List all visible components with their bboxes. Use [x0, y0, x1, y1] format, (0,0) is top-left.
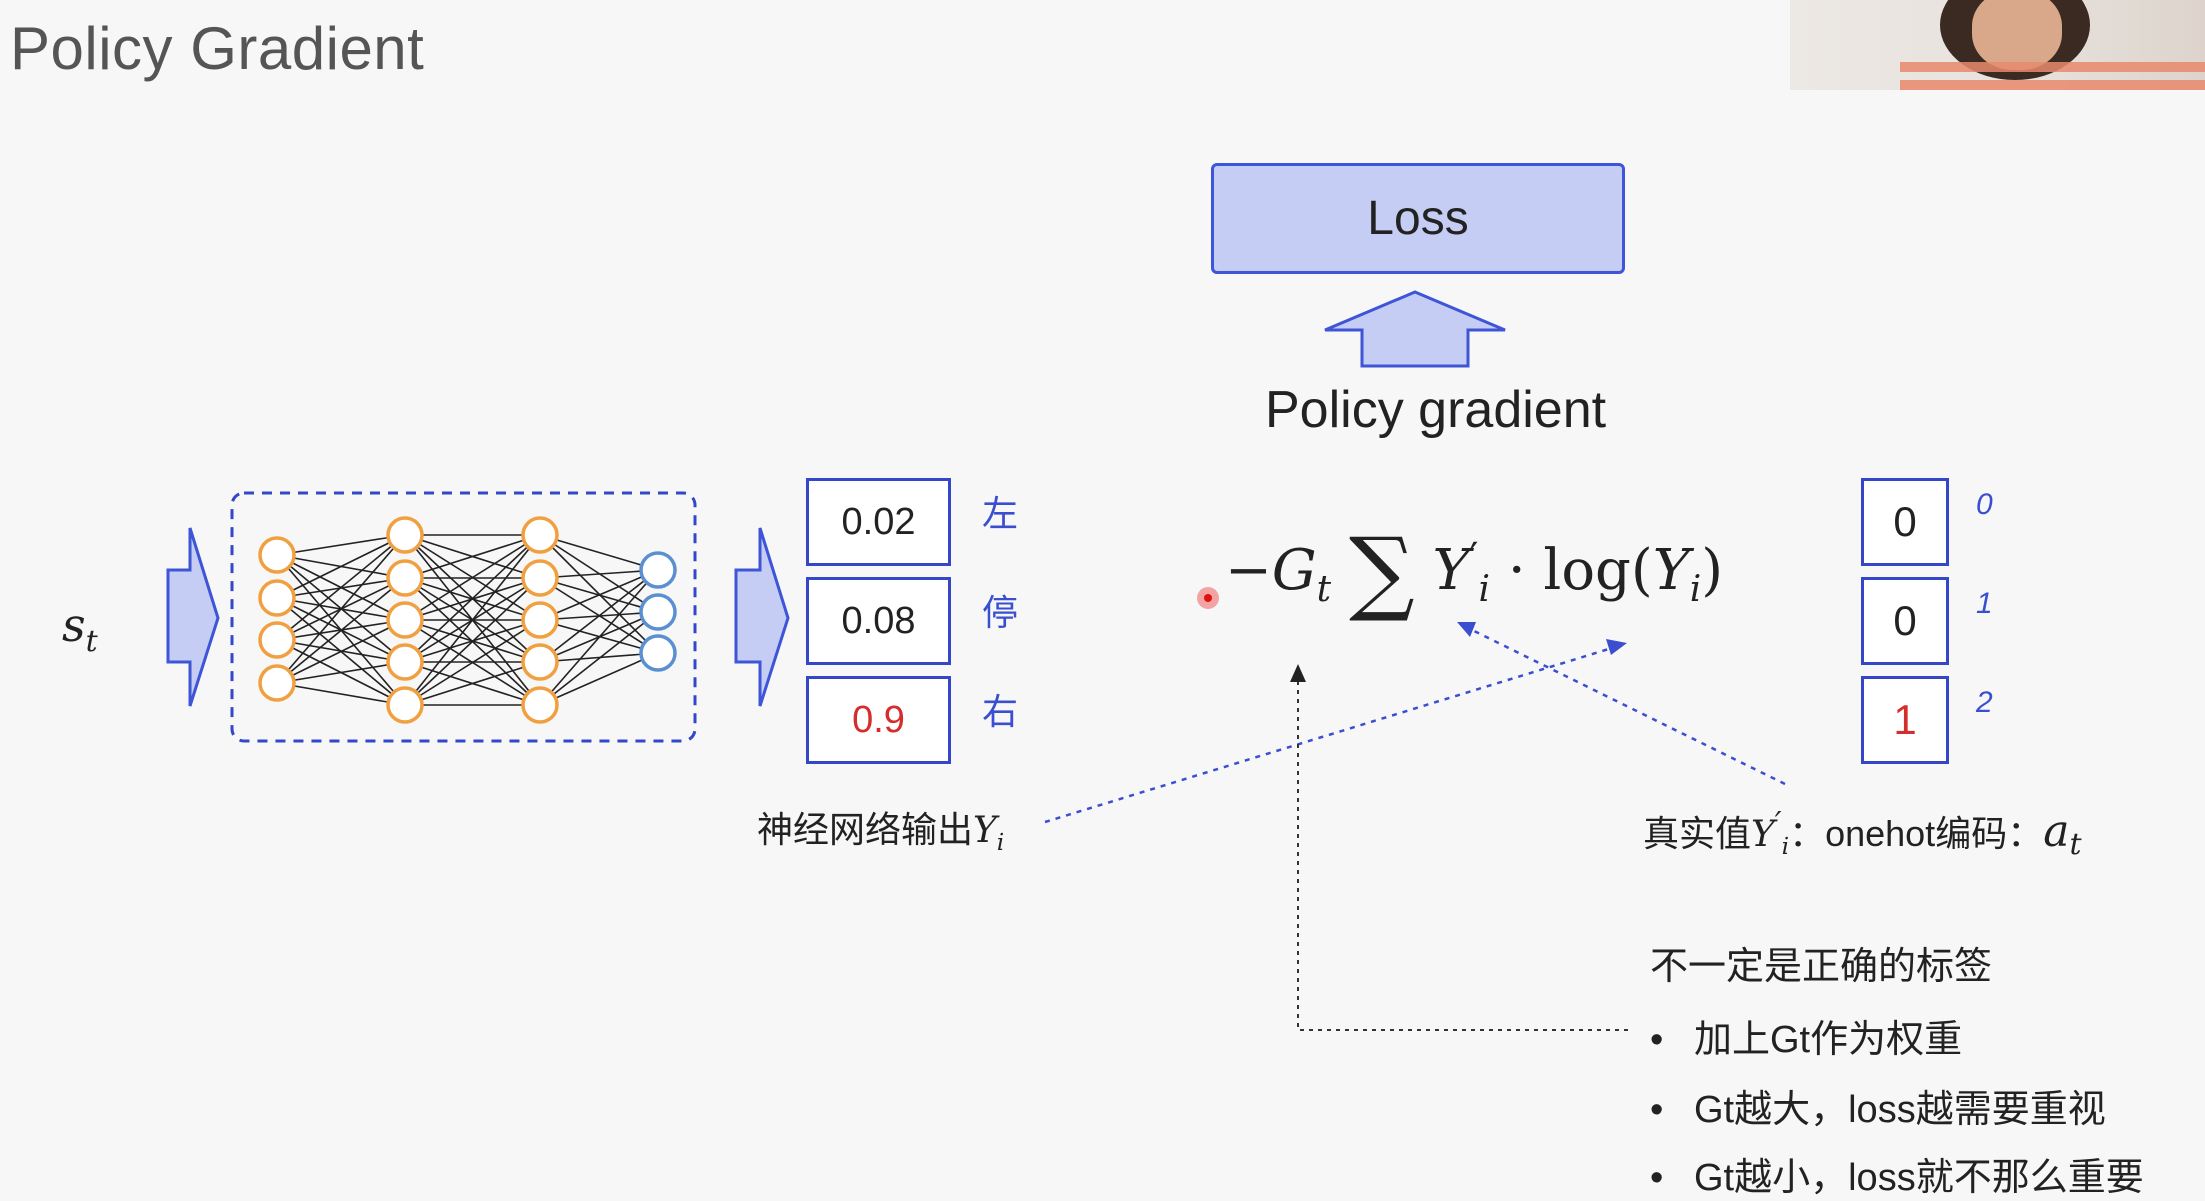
loss-label: Loss	[1367, 192, 1469, 245]
network-edge	[276, 534, 406, 599]
network-edge	[539, 611, 659, 706]
onehot-value-2: 1	[1861, 676, 1949, 764]
network-frame	[230, 491, 697, 743]
onehot-value-0: 0	[1861, 478, 1949, 566]
output-to-formula-line	[1044, 646, 1613, 824]
network-edge	[404, 534, 541, 621]
up-arrow-icon	[1324, 290, 1506, 368]
arrowhead-icon	[1457, 622, 1476, 637]
output-prob-stop: 0.08	[806, 577, 951, 665]
network-edge	[539, 569, 659, 706]
network-edge	[404, 534, 541, 663]
action-label-right: 右	[982, 691, 1019, 732]
network-output-label: 神经网络输出Yi	[757, 809, 1005, 857]
network-edge	[276, 534, 406, 684]
network-edge	[539, 652, 659, 706]
neuron-node	[521, 559, 559, 597]
network-edge	[276, 682, 406, 706]
action-label-left: 左	[982, 493, 1019, 534]
input-arrow-icon	[166, 527, 220, 707]
network-edge	[276, 619, 406, 684]
neuron-node	[386, 643, 424, 681]
onehot-value-1: 0	[1861, 577, 1949, 665]
network-edge	[539, 569, 659, 621]
neuron-node	[639, 634, 677, 672]
neuron-node	[521, 516, 559, 554]
network-edge	[539, 534, 659, 654]
neuron-node	[386, 516, 424, 554]
true-value-label: 真实值Y′i：onehot编码：at	[1643, 806, 2082, 863]
neuron-node	[258, 536, 296, 574]
neuron-node	[639, 551, 677, 589]
neuron-node	[639, 593, 677, 631]
network-edge	[404, 534, 541, 579]
network-edge	[539, 534, 659, 571]
neuron-node	[521, 601, 559, 639]
webcam-video-overlay	[1790, 0, 2205, 90]
laser-pointer-dot	[1197, 587, 1219, 609]
neuron-node	[258, 621, 296, 659]
network-edge	[404, 619, 541, 706]
state-var: s	[62, 598, 86, 652]
network-edge	[276, 534, 406, 556]
network-edge	[404, 577, 541, 706]
slide-title: Policy Gradient	[10, 15, 425, 82]
output-prob-left: 0.02	[806, 478, 951, 566]
neuron-node	[386, 601, 424, 639]
state-label: st	[62, 598, 98, 659]
neuron-node	[521, 686, 559, 724]
neuron-node	[521, 643, 559, 681]
label-to-true-value-line	[1467, 626, 1786, 786]
neuron-node	[386, 686, 424, 724]
network-edge	[539, 569, 659, 663]
loss-formula: −Gt ∑ Y′i · log(Yi)	[1225, 518, 1724, 625]
neuron-node	[258, 579, 296, 617]
gt-weight-line	[1297, 678, 1628, 1031]
network-edge	[276, 534, 406, 641]
onehot-index-1: 1	[1976, 587, 1993, 620]
network-edges	[276, 534, 659, 706]
note-bullet-3: •Gt越小，loss就不那么重要	[1650, 1157, 2144, 1199]
neuron-node	[386, 559, 424, 597]
note-bullet-1: •加上Gt作为权重	[1650, 1019, 1963, 1061]
network-edge	[276, 577, 406, 684]
note-bullet-2: •Gt越大，loss越需要重视	[1650, 1089, 2106, 1131]
network-nodes	[258, 516, 677, 724]
output-arrow-icon	[734, 527, 790, 707]
policy-gradient-label: Policy gradient	[1265, 381, 1607, 439]
arrowhead-icon	[1606, 639, 1627, 655]
network-edge	[539, 569, 659, 579]
action-label-stop: 停	[982, 592, 1019, 633]
network-edge	[404, 534, 541, 706]
network-edge	[404, 661, 541, 706]
loss-box: Loss	[1211, 163, 1625, 274]
network-edge	[276, 661, 406, 684]
state-sub: t	[85, 624, 98, 660]
note-heading: 不一定是正确的标签	[1650, 946, 1993, 988]
onehot-index-2: 2	[1976, 686, 1993, 719]
neuron-node	[258, 664, 296, 702]
onehot-index-0: 0	[1976, 488, 1993, 521]
arrowhead-icon	[1290, 664, 1306, 682]
output-prob-right: 0.9	[806, 676, 951, 764]
